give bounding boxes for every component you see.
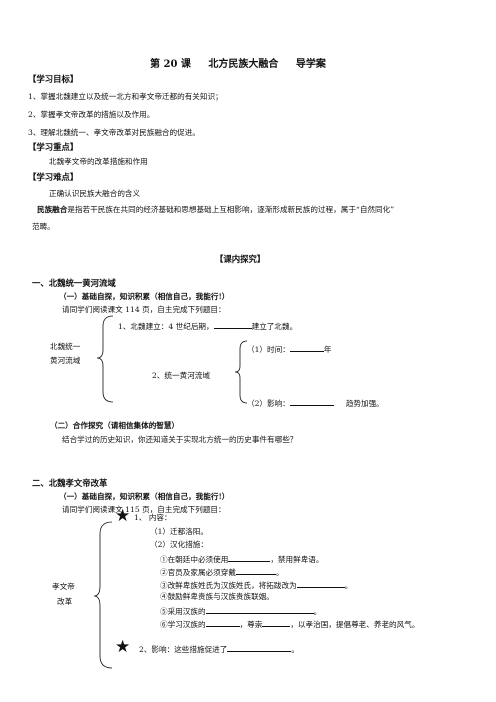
blank-effect-2[interactable]: [227, 643, 292, 652]
section1-inner-brace: [234, 340, 248, 404]
blank-revere[interactable]: [262, 618, 291, 627]
blank-clothing[interactable]: [235, 566, 276, 575]
inclass-heading: 【课内探究】: [215, 254, 266, 264]
goal-item-1: 1、掌握北魏建立以及统一北方和孝文帝迁都的有关知识；: [28, 92, 223, 101]
key-point-heading: 【学习重点】: [28, 142, 79, 152]
blank-system[interactable]: [205, 605, 314, 614]
blank-etiquette[interactable]: [205, 618, 240, 627]
definition-line-1: 民族融合是指若干民族在共同的经济基础和思想基础上互相影响，逐渐形成新民族的过程，…: [37, 205, 394, 215]
star-icon: ★: [115, 506, 131, 526]
section1-instruction: 请同学们阅读课文 114 页，自主完成下列题目：: [62, 305, 226, 314]
definition-line-2: 范畴。: [32, 222, 55, 231]
lesson-type: 导学案: [295, 59, 326, 70]
section2-outer-brace: [93, 521, 113, 669]
section1-left-label-1: 北魏统一: [50, 342, 81, 351]
blank-time[interactable]: [289, 343, 324, 352]
measure-5: ⑤采用汉族的。: [160, 605, 322, 616]
goal-item-2: 2、掌握孝文帝改革的措施以及作用。: [28, 110, 155, 119]
section2-c2: （2）汉化措施：: [150, 540, 208, 549]
lesson-name: 北方民族大融合: [208, 59, 279, 70]
blank-effect-1[interactable]: [289, 397, 334, 406]
difficulty-heading: 【学习难点】: [28, 172, 79, 182]
section2-left-label-2: 改革: [57, 597, 73, 606]
blank-surname[interactable]: [296, 579, 345, 588]
section1-outer-brace: [96, 315, 114, 403]
section2-heading: 二、北魏孝文帝改革: [32, 478, 108, 488]
difficulty-text: 正确认识民族大融合的含义: [49, 189, 141, 198]
goals-heading: 【学习目标】: [28, 74, 79, 84]
blank-language[interactable]: [228, 553, 271, 562]
section1-item2: 2、统一黄河流域: [152, 371, 210, 380]
section1-heading: 一、北魏统一黄河流域: [32, 278, 116, 288]
definition-text: 是指若干民族在共同的经济基础和思想基础上互相影响，逐渐形成新民族的过程，属于“自…: [67, 205, 395, 214]
section2-effect: 2、影响：这些措施促进了。: [139, 643, 299, 654]
definition-term: 民族融合: [37, 205, 68, 214]
section2-sub1: （一）基础自探，知识积累（相信自己，我能行!）: [59, 492, 230, 501]
section1-sub1: （一）基础自探，知识积累（相信自己，我能行!）: [59, 292, 230, 301]
section1-question: 结合学过的历史知识，你还知道关于实现北方统一的历史事件有哪些？: [62, 435, 298, 444]
section2-content-label: 1、 内容：: [134, 513, 172, 522]
goal-item-3: 3、理解北魏统一、孝文帝改革对民族融合的促进。: [28, 128, 200, 137]
measure-2: ②官员及家属必须穿戴。: [160, 566, 284, 577]
measure-1: ①在朝廷中必须使用，禁用鲜卑语。: [160, 553, 324, 564]
section1-sub2: （二）合作探究（请相信集体的智慧）: [50, 421, 180, 430]
measure-3: ③改鲜卑族姓氏为汉族姓氏，将拓跋改为。: [160, 579, 353, 590]
section1-item1: 1、北魏建立：4 世纪后期，建立了北魏。: [118, 320, 298, 331]
section2-left-label-1: 孝文帝: [52, 582, 75, 591]
section1-left-label-2: 黄河流域: [50, 356, 81, 365]
section1-time: （1）时间：年: [247, 343, 332, 354]
key-point-text: 北魏孝文帝的改革措施和作用: [49, 157, 148, 166]
section1-effect: （2）影响：趋势加强。: [247, 397, 384, 408]
page-title: 第 20 课 北方民族大融合 导学案: [150, 55, 326, 70]
star-icon-2: ★: [115, 637, 131, 657]
section2-c1: （1）迁都洛阳。: [150, 527, 208, 536]
measure-6: ⑥学习汉族的，尊崇，以孝治国，提倡尊老、养老的风气。: [160, 618, 420, 629]
section2-instruction: 请同学们阅读课文 115 页，自主完成下列题目：: [62, 505, 226, 514]
measure-4: ④鼓励鲜卑贵族与汉族贵族联姻。: [160, 592, 274, 601]
blank-founder[interactable]: [213, 320, 252, 329]
lesson-number: 第 20 课: [150, 59, 191, 70]
